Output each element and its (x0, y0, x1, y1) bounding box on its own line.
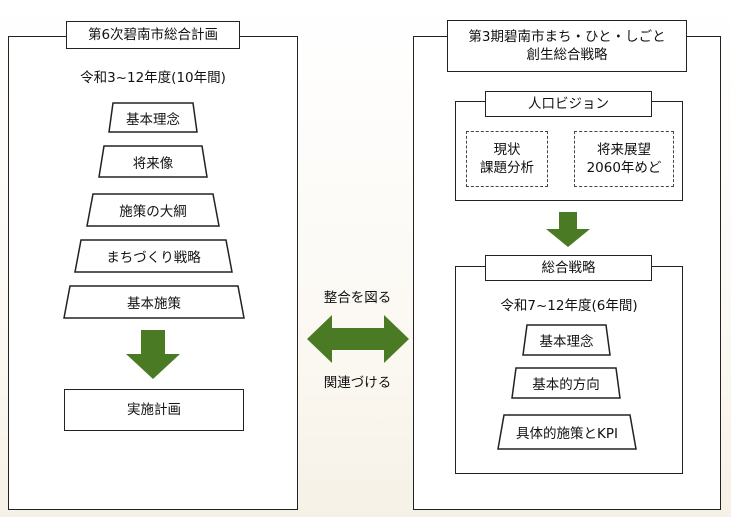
level-label-2: 将来像 (132, 155, 174, 172)
future-outlook-box: 将来展望 2060年めど (574, 131, 674, 187)
right-trapezoid-overlay-1 (522, 324, 611, 356)
trapezoid-shape-4 (74, 239, 233, 273)
right-title-line1: 第3期碧南市まち・ひと・しごと (468, 28, 666, 45)
population-vision-title: 人口ビジョン (485, 91, 652, 117)
level-label-3: 施策の大綱 (119, 204, 187, 220)
strategy-level-label-2: 基本的方向 (532, 377, 600, 393)
right-strategy-title: 第3期碧南市まち・ひと・しごと 創生総合戦略 (447, 20, 687, 72)
implementation-plan-box: 実施計画 (64, 389, 244, 431)
comprehensive-strategy-title-text: 総合戦略 (541, 259, 596, 276)
strategy-period: 令和7~12年度(6年間) (500, 298, 638, 314)
right-trapezoid-overlay-3 (497, 414, 637, 450)
future-outlook-line1: 将来展望 (597, 141, 651, 158)
strategy-level-label-1: 基本理念 (539, 334, 594, 350)
comprehensive-strategy-title: 総合戦略 (485, 255, 652, 281)
trapezoid-shape-2 (98, 145, 208, 178)
population-vision-title-text: 人口ビジョン (528, 95, 609, 112)
implementation-plan-label: 実施計画 (127, 401, 181, 418)
center-double-arrow (307, 315, 409, 363)
future-outlook-line2: 2060年めど (586, 160, 662, 176)
left-plan-title-text: 第6次碧南市総合計画 (87, 26, 219, 43)
current-analysis-line2: 課題分析 (480, 160, 534, 176)
left-plan-period: 令和3~12年度(10年間) (80, 70, 226, 86)
center-bottom-label: 関連づける (323, 375, 392, 391)
current-analysis-line1: 現状 (493, 141, 521, 158)
right-trapezoid-overlay-2 (511, 367, 621, 399)
level-label-1: 基本理念 (126, 111, 180, 128)
trapezoid-shape-3 (86, 193, 220, 227)
right-title-line2: 創生総合戦略 (526, 47, 608, 63)
right-down-arrow (546, 212, 590, 247)
strategy-level-label-3: 具体的施策とKPI (516, 426, 618, 442)
current-analysis-box: 現状 課題分析 (466, 131, 548, 187)
level-label-5: 基本施策 (127, 296, 181, 312)
left-plan-title: 第6次碧南市総合計画 (66, 21, 240, 49)
center-top-label: 整合を図る (323, 290, 392, 306)
left-down-arrow (126, 330, 180, 379)
trapezoid-shape-5 (63, 285, 245, 319)
level-label-4: まちづくり戦略 (106, 250, 201, 266)
trapezoid-shape-1 (108, 102, 198, 133)
